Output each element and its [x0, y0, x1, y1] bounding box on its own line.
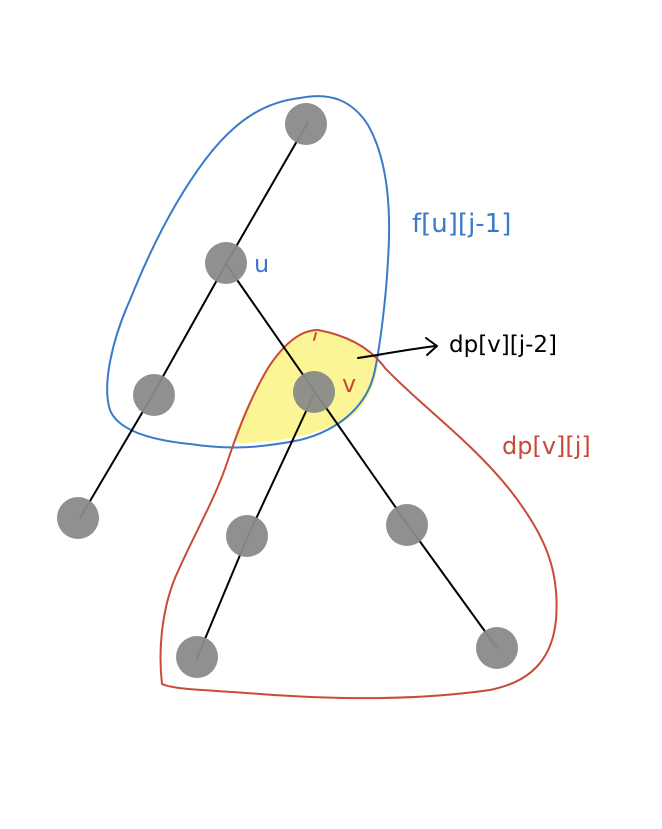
edge-u-left-child-grandchild [79, 395, 153, 519]
blue-region-label: f[u][j-1] [412, 209, 511, 239]
edge-v-right-child-grandchild [407, 524, 498, 649]
blue-region-outline [106, 95, 391, 449]
red-region-outline [159, 329, 558, 700]
node-v-left-child [226, 515, 268, 557]
node-root [285, 103, 327, 145]
node-u-left-grandchild [57, 497, 99, 539]
edge-v-left-child-grandchild [196, 535, 249, 659]
tree-edges [79, 121, 498, 659]
node-u [205, 242, 247, 284]
node-u-left-child [133, 374, 175, 416]
node-v [293, 371, 335, 413]
overlap-arrow [357, 337, 438, 359]
edge-v-left-child [247, 391, 316, 537]
red-tick-mark [313, 332, 317, 341]
edge-root-u [225, 121, 309, 265]
tree-nodes [57, 103, 518, 678]
edge-u-u-left-child [151, 263, 227, 397]
red-region-label: dp[v][j] [502, 432, 591, 460]
node-u-label: u [254, 250, 269, 278]
node-v-right-grandchild [476, 627, 518, 669]
node-v-left-grandchild [176, 636, 218, 678]
node-v-label: v [342, 370, 356, 398]
edge-u-v [225, 263, 316, 393]
node-v-right-child [386, 504, 428, 546]
overlap-region-label: dp[v][j-2] [449, 332, 557, 358]
edge-v-right-child [314, 391, 409, 526]
